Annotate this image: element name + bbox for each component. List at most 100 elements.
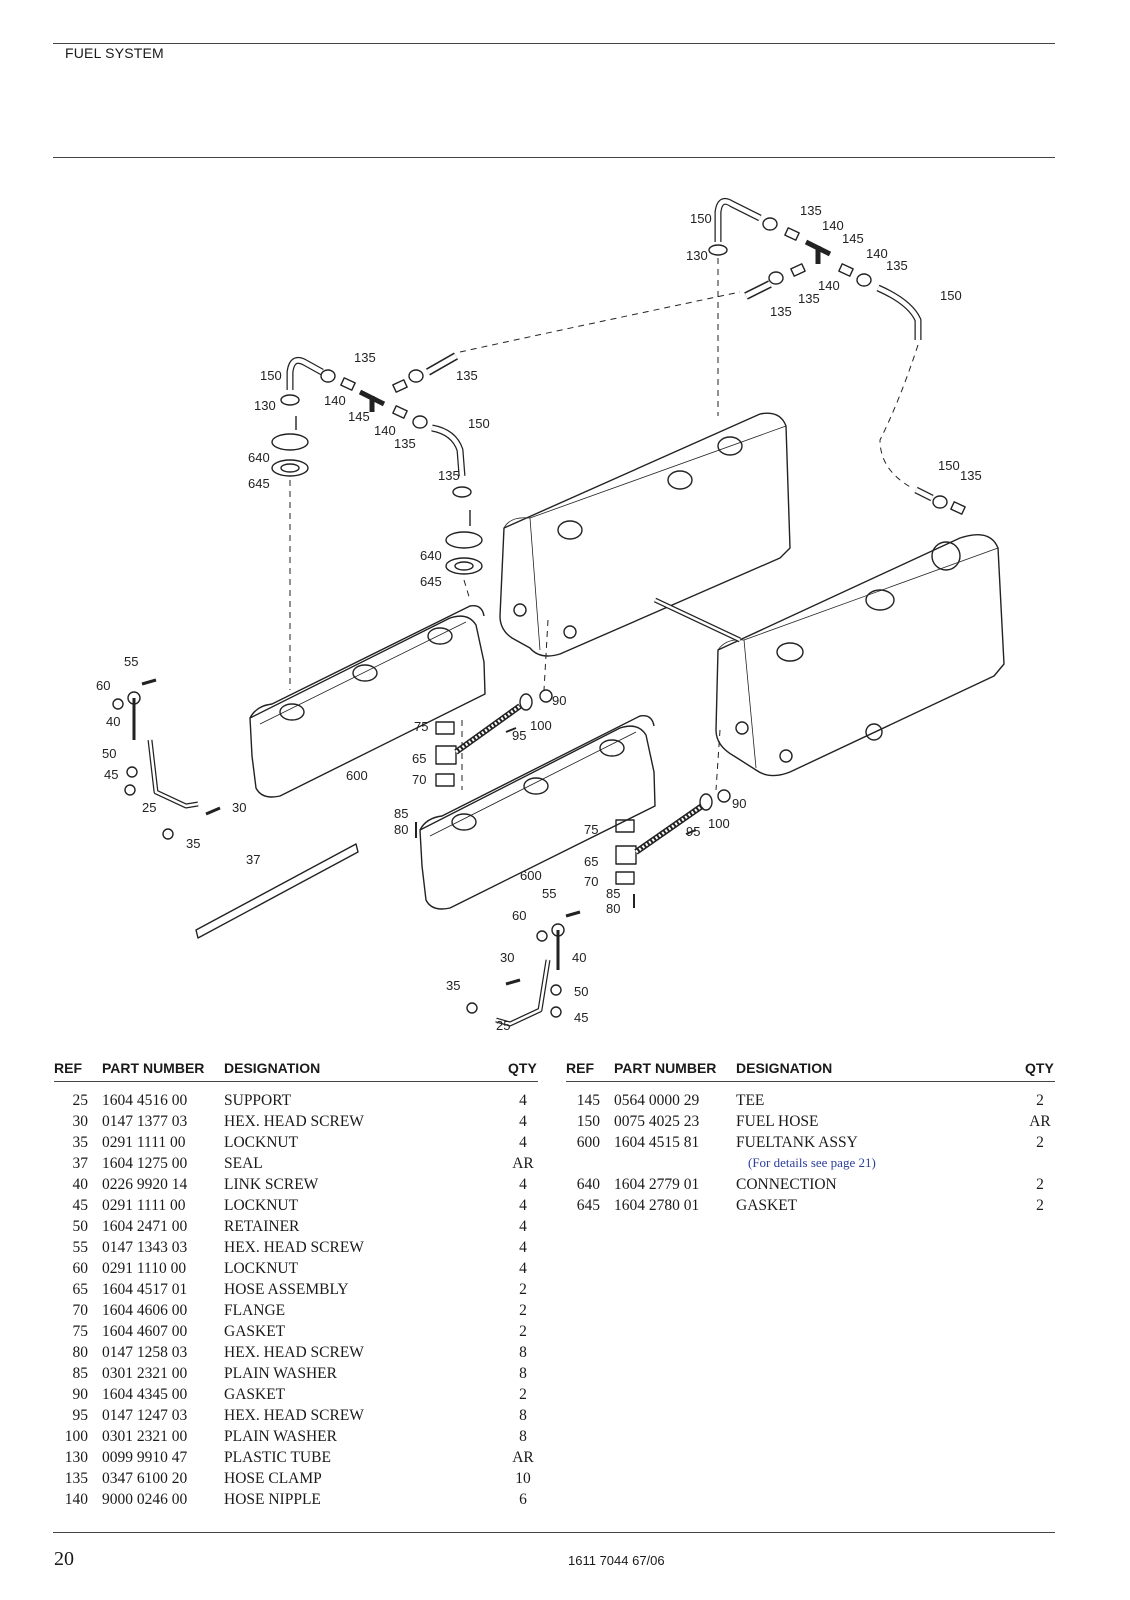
ref-cell: 130 <box>64 1449 88 1466</box>
ref-cell: 95 <box>72 1407 89 1424</box>
part-number-cell: 0147 1377 03 <box>102 1113 188 1130</box>
callout-30: 30 <box>232 800 246 815</box>
hose-assembly-right <box>415 789 731 908</box>
qty-cell: AR <box>512 1155 534 1172</box>
callout-labels: 1501351401451401351301351401351501501351… <box>96 203 982 1033</box>
callout-645: 645 <box>420 574 442 589</box>
ref-cell: 140 <box>64 1491 88 1508</box>
ref-cell: 135 <box>64 1470 88 1487</box>
col-qty: QTY <box>508 1058 538 1082</box>
callout-90: 90 <box>552 693 566 708</box>
callout-55: 55 <box>124 654 138 669</box>
callout-135: 135 <box>354 350 376 365</box>
qty-cell: 2 <box>519 1302 527 1319</box>
callout-25: 25 <box>142 800 156 815</box>
callout-100: 100 <box>708 816 730 831</box>
ref-cell: 40 <box>72 1176 89 1193</box>
callout-50: 50 <box>102 746 116 761</box>
designation-cell: LINK SCREW <box>224 1176 319 1193</box>
part-number-cell: 0291 1111 00 <box>102 1197 186 1214</box>
qty-cell: 4 <box>519 1218 527 1235</box>
part-number-cell: 1604 4516 00 <box>102 1092 188 1109</box>
qty-cell: 2 <box>1036 1092 1044 1109</box>
part-number-cell: 1604 1275 00 <box>102 1155 188 1172</box>
designation-cell: GASKET <box>224 1386 286 1403</box>
callout-645: 645 <box>248 476 270 491</box>
designation-cell: HOSE CLAMP <box>224 1470 322 1487</box>
part-number-cell: 1604 4515 81 <box>614 1134 700 1151</box>
callout-55: 55 <box>542 886 556 901</box>
callout-37: 37 <box>246 852 260 867</box>
part-number-cell: 1604 2471 00 <box>102 1218 188 1235</box>
ref-cell: 35 <box>72 1134 89 1151</box>
part-number-cell: 1604 4517 01 <box>102 1281 188 1298</box>
callout-150: 150 <box>690 211 712 226</box>
qty-cell: 2 <box>1036 1176 1044 1193</box>
callout-65: 65 <box>412 751 426 766</box>
designation-cell: RETAINER <box>224 1218 300 1235</box>
callout-130: 130 <box>254 398 276 413</box>
ref-cell: 55 <box>72 1239 89 1256</box>
top-rule <box>53 43 1055 44</box>
fueltank-note[interactable]: (For details see page 21) <box>748 1155 876 1170</box>
callout-135: 135 <box>800 203 822 218</box>
ref-cell: 600 <box>576 1134 600 1151</box>
designation-cell: LOCKNUT <box>224 1134 299 1151</box>
qty-cell: 2 <box>519 1281 527 1298</box>
designation-cell: FLANGE <box>224 1302 286 1319</box>
qty-cell: AR <box>512 1449 534 1466</box>
callout-70: 70 <box>412 772 426 787</box>
callout-80: 80 <box>606 901 620 916</box>
qty-cell: 8 <box>519 1365 527 1382</box>
col-ref: REF <box>54 1058 102 1082</box>
ref-cell: 90 <box>72 1386 89 1403</box>
designation-cell: HEX. HEAD SCREW <box>224 1239 364 1256</box>
qty-cell: 4 <box>519 1239 527 1256</box>
callout-75: 75 <box>414 719 428 734</box>
callout-90: 90 <box>732 796 746 811</box>
ref-cell: 150 <box>576 1113 600 1130</box>
callout-150: 150 <box>468 416 490 431</box>
callout-640: 640 <box>420 548 442 563</box>
callout-140: 140 <box>866 246 888 261</box>
callout-95: 95 <box>512 728 526 743</box>
part-number-cell: 0099 9910 47 <box>102 1449 188 1466</box>
col-qty: QTY <box>1025 1058 1055 1082</box>
part-number-cell: 0075 4025 23 <box>614 1113 700 1130</box>
callout-80: 80 <box>394 822 408 837</box>
qty-cell: 4 <box>519 1176 527 1193</box>
ref-cell: 30 <box>72 1113 89 1130</box>
callout-140: 140 <box>818 278 840 293</box>
callout-85: 85 <box>606 886 620 901</box>
part-number-cell: 1604 4345 00 <box>102 1386 188 1403</box>
ref-cell: 640 <box>576 1176 600 1193</box>
callout-35: 35 <box>186 836 200 851</box>
ref-cell: 85 <box>72 1365 89 1382</box>
footer-rule <box>53 1532 1055 1533</box>
designation-cell: HOSE ASSEMBLY <box>224 1281 349 1298</box>
callout-100: 100 <box>530 718 552 733</box>
qty-cell: 8 <box>519 1407 527 1424</box>
callout-130: 130 <box>686 248 708 263</box>
ref-cell: 80 <box>72 1344 89 1361</box>
qty-cell: 4 <box>519 1113 527 1130</box>
qty-cell: AR <box>1029 1113 1051 1130</box>
callout-135: 135 <box>438 468 460 483</box>
document-number: 1611 7044 67/06 <box>568 1553 665 1568</box>
callout-65: 65 <box>584 854 598 869</box>
callout-140: 140 <box>374 423 396 438</box>
col-designation: DESIGNATION <box>224 1058 508 1082</box>
